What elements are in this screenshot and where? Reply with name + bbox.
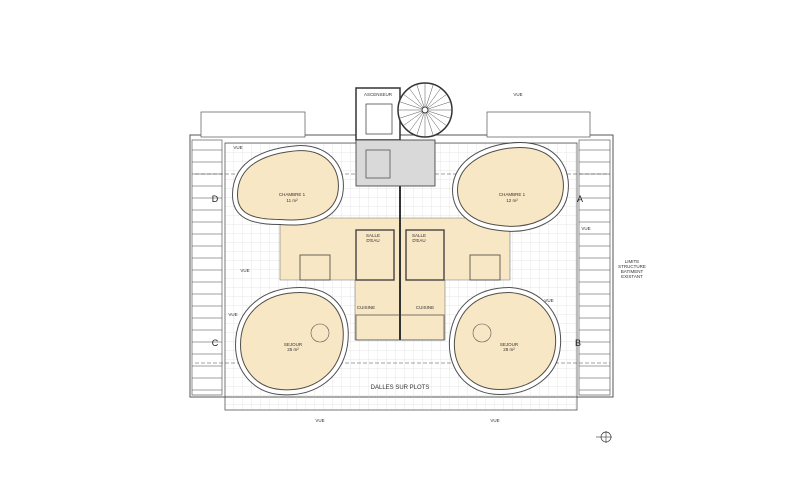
- bedroom-left-name: CHAMBRE 1: [279, 192, 306, 197]
- bath-left-name2: D'EAU: [366, 238, 379, 243]
- service-area: [355, 139, 436, 187]
- svg-text:LIMITE: LIMITE: [625, 259, 640, 264]
- elevator-label: ASCENSEUR: [364, 92, 393, 97]
- right-strip: [578, 139, 611, 396]
- structure-limit-label: LIMITE STRUCTURE BATIMENT EXISTANT: [618, 259, 646, 279]
- top-box-left: [200, 111, 306, 138]
- bath-right-name: SALLE: [412, 233, 426, 238]
- section-mark-a: A: [577, 194, 583, 204]
- svg-text:EXISTANT: EXISTANT: [621, 274, 643, 279]
- left-strip: [191, 139, 223, 396]
- view-label: VUE: [581, 226, 590, 231]
- section-mark-b: B: [575, 338, 581, 348]
- living-right-name: SEJOUR: [500, 342, 519, 347]
- view-label: VUE: [513, 92, 522, 97]
- bath-left-name: SALLE: [366, 233, 380, 238]
- bedroom-left: [231, 144, 344, 226]
- living-right-area: 28 m²: [503, 347, 515, 352]
- section-mark-c: C: [212, 338, 219, 348]
- top-box-right: [486, 111, 591, 138]
- kitchen-left: CUISINE: [357, 305, 375, 310]
- bedroom-right-area: 12 m²: [506, 198, 518, 203]
- spiral-staircase: [397, 82, 453, 138]
- svg-text:BATIMENT: BATIMENT: [621, 269, 644, 274]
- terrace-label: DALLES SUR PLOTS: [371, 385, 430, 391]
- north-arrow-icon: [596, 431, 612, 443]
- view-label: VUE: [544, 298, 553, 303]
- bedroom-right-name: CHAMBRE 1: [499, 192, 526, 197]
- view-label: VUE: [315, 418, 324, 423]
- bath-right-name2: D'EAU: [412, 238, 425, 243]
- view-label: VUE: [233, 145, 242, 150]
- section-mark-d: D: [212, 194, 219, 204]
- svg-text:STRUCTURE: STRUCTURE: [618, 264, 646, 269]
- bedroom-left-area: 11 m²: [286, 198, 298, 203]
- living-left-name: SEJOUR: [284, 342, 303, 347]
- kitchen-right: CUISINE: [416, 305, 434, 310]
- view-label: VUE: [240, 268, 249, 273]
- view-label: VUE: [490, 418, 499, 423]
- living-left-area: 25 m²: [287, 347, 299, 352]
- view-label: VUE: [228, 312, 237, 317]
